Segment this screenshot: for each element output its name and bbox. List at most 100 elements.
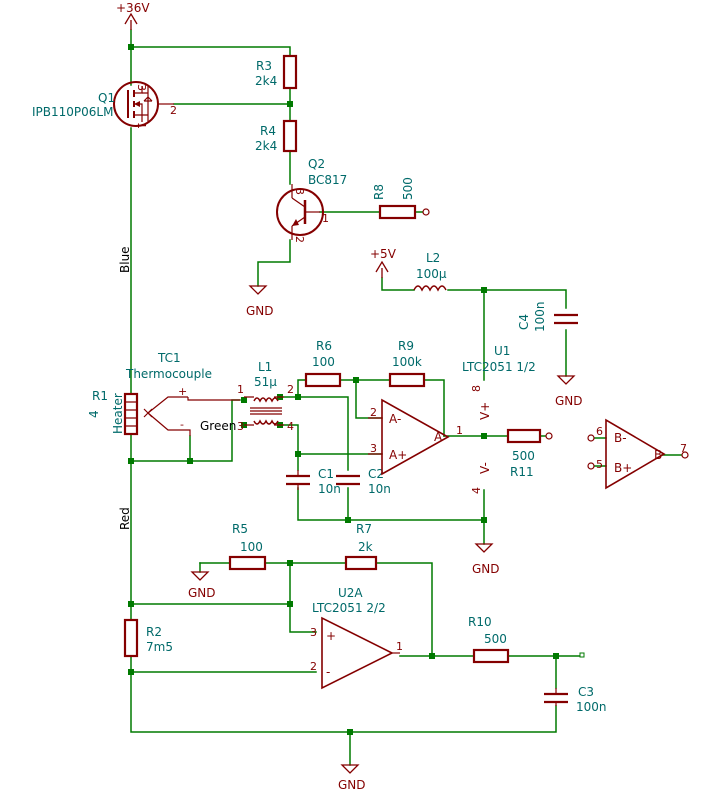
u1-pin-name-a: A — [434, 430, 443, 444]
u1-pin1: 1 — [456, 424, 463, 437]
tc1-minus: - — [180, 418, 184, 431]
r4-ref: R4 — [260, 124, 276, 138]
c1-value: 10n — [318, 482, 341, 496]
l1-pin4: 4 — [287, 420, 294, 433]
c1-capacitor: C1 10n — [286, 467, 341, 496]
r9-ref: R9 — [398, 339, 414, 353]
r5-value: 100 — [240, 540, 263, 554]
net-label-green: Green — [200, 419, 236, 433]
gnd-symbol-q2: GND — [246, 285, 274, 318]
r8-value: 500 — [401, 177, 415, 200]
r6-value: 100 — [312, 355, 335, 369]
q2-pin1: 1 — [322, 212, 329, 225]
u2a-opamp: 3 2 1 + - U2A LTC2051 2/2 — [310, 586, 403, 690]
q2-pin2: 2 — [293, 236, 306, 243]
u1-pin-name-vminus: V- — [478, 462, 492, 474]
q1-pin1: 1 — [135, 122, 148, 129]
u1-pin-name-vplus: V+ — [478, 402, 492, 420]
r9-resistor: R9 100k — [388, 339, 426, 388]
l2-inductor: L2 100µ — [413, 251, 447, 292]
r2-resistor: R2 7m5 — [123, 618, 173, 658]
tc1-value: Thermocouple — [125, 367, 212, 381]
u1-pin8: 8 — [470, 385, 483, 392]
u1-pin3: 3 — [370, 442, 377, 455]
net-label-red: Red — [118, 507, 132, 530]
tc1-plus: + — [178, 385, 187, 398]
r4-value: 2k4 — [255, 139, 277, 153]
r7-resistor: R7 2k — [344, 522, 378, 571]
power-5v-symbol: +5V — [370, 247, 397, 278]
net-label-blue: Blue — [118, 246, 132, 273]
c3-ref: C3 — [578, 685, 594, 699]
u2a-ref: U2A — [338, 586, 363, 600]
gnd-symbol-main: GND — [338, 764, 366, 792]
q1-value: IPB110P06LM — [32, 105, 113, 119]
u2a-pin1: 1 — [396, 640, 403, 653]
r2-ref: R2 — [146, 625, 162, 639]
r3-ref: R3 — [256, 59, 272, 73]
r3-value: 2k4 — [255, 74, 277, 88]
r1-value: 4 — [87, 410, 101, 418]
u2a-plus: + — [326, 629, 336, 643]
q1-ref: Q1 — [98, 91, 115, 105]
r6-resistor: R6 100 — [304, 339, 342, 388]
r7-ref: R7 — [356, 522, 372, 536]
gnd-label-c4: GND — [555, 394, 583, 408]
l1-pin3: 3 — [237, 420, 244, 433]
q2-npn: 3 2 1 Q2 BC817 — [276, 157, 347, 243]
u2a-value: LTC2051 2/2 — [312, 601, 386, 615]
u1-pin4: 4 — [470, 487, 483, 494]
u1b-pin5: 5 — [596, 458, 603, 471]
r3-resistor: R3 2k4 — [255, 54, 298, 90]
c2-capacitor: C2 10n — [336, 467, 391, 496]
c4-ref: C4 — [517, 314, 531, 330]
wires — [130, 29, 683, 766]
r11-value: 500 — [512, 449, 535, 463]
q1-mosfet: 3 1 2 Q1 IPB110P06LM — [32, 81, 177, 129]
u1-opamp: 2 3 1 8 4 A- A+ A V+ V- U1 LTC2051 1/2 — [368, 344, 536, 494]
tc1-ref: TC1 — [157, 351, 181, 365]
gnd-label-main: GND — [338, 778, 366, 792]
l2-value: 100µ — [416, 267, 447, 281]
c3-value: 100n — [576, 700, 607, 714]
r4-resistor: R4 2k4 — [255, 119, 298, 153]
u1b-pin7: 7 — [680, 442, 687, 455]
u1-pin-name-aplus: A+ — [389, 448, 407, 462]
u1b-pin-name-bminus: B- — [614, 431, 627, 445]
r10-resistor: R10 500 — [468, 615, 510, 664]
gnd-symbol-c4: GND — [555, 375, 583, 408]
c4-capacitor: C4 100n — [517, 301, 578, 332]
gnd-symbol-r5: GND — [188, 571, 216, 600]
gnd-label-q2: GND — [246, 304, 274, 318]
q1-pin2: 2 — [170, 104, 177, 117]
u1b-pin6: 6 — [596, 425, 603, 438]
r5-ref: R5 — [232, 522, 248, 536]
tc1-thermocouple: + - TC1 Thermocouple — [125, 351, 240, 436]
r2-value: 7m5 — [146, 640, 173, 654]
c2-ref: C2 — [368, 467, 384, 481]
r8-resistor: R8 500 — [372, 177, 430, 220]
q2-pin3: 3 — [293, 188, 306, 195]
u2a-minus: - — [326, 665, 330, 679]
r11-resistor: 500 R11 — [506, 428, 553, 479]
r10-ref: R10 — [468, 615, 492, 629]
l1-pin1: 1 — [237, 383, 244, 396]
u1-pin-name-aminus: A- — [389, 412, 401, 426]
r9-value: 100k — [392, 355, 422, 369]
l1-value: 51µ — [254, 375, 277, 389]
q1-pin3: 3 — [135, 84, 148, 91]
junctions — [128, 44, 559, 735]
r7-value: 2k — [358, 540, 373, 554]
c1-ref: C1 — [318, 467, 334, 481]
l1-choke: 1 2 3 4 L1 51µ — [237, 360, 294, 433]
power-5v-label: +5V — [370, 247, 397, 261]
c4-value: 100n — [533, 301, 547, 332]
r1-ref: R1 — [92, 389, 108, 403]
gnd-symbol-u1: GND — [472, 543, 500, 576]
u2a-pin3: 3 — [310, 626, 317, 639]
u2a-pin2: 2 — [310, 660, 317, 673]
c3-capacitor: C3 100n — [544, 652, 607, 714]
r1-label: Heater — [111, 393, 125, 434]
u1-ref: U1 — [494, 344, 510, 358]
